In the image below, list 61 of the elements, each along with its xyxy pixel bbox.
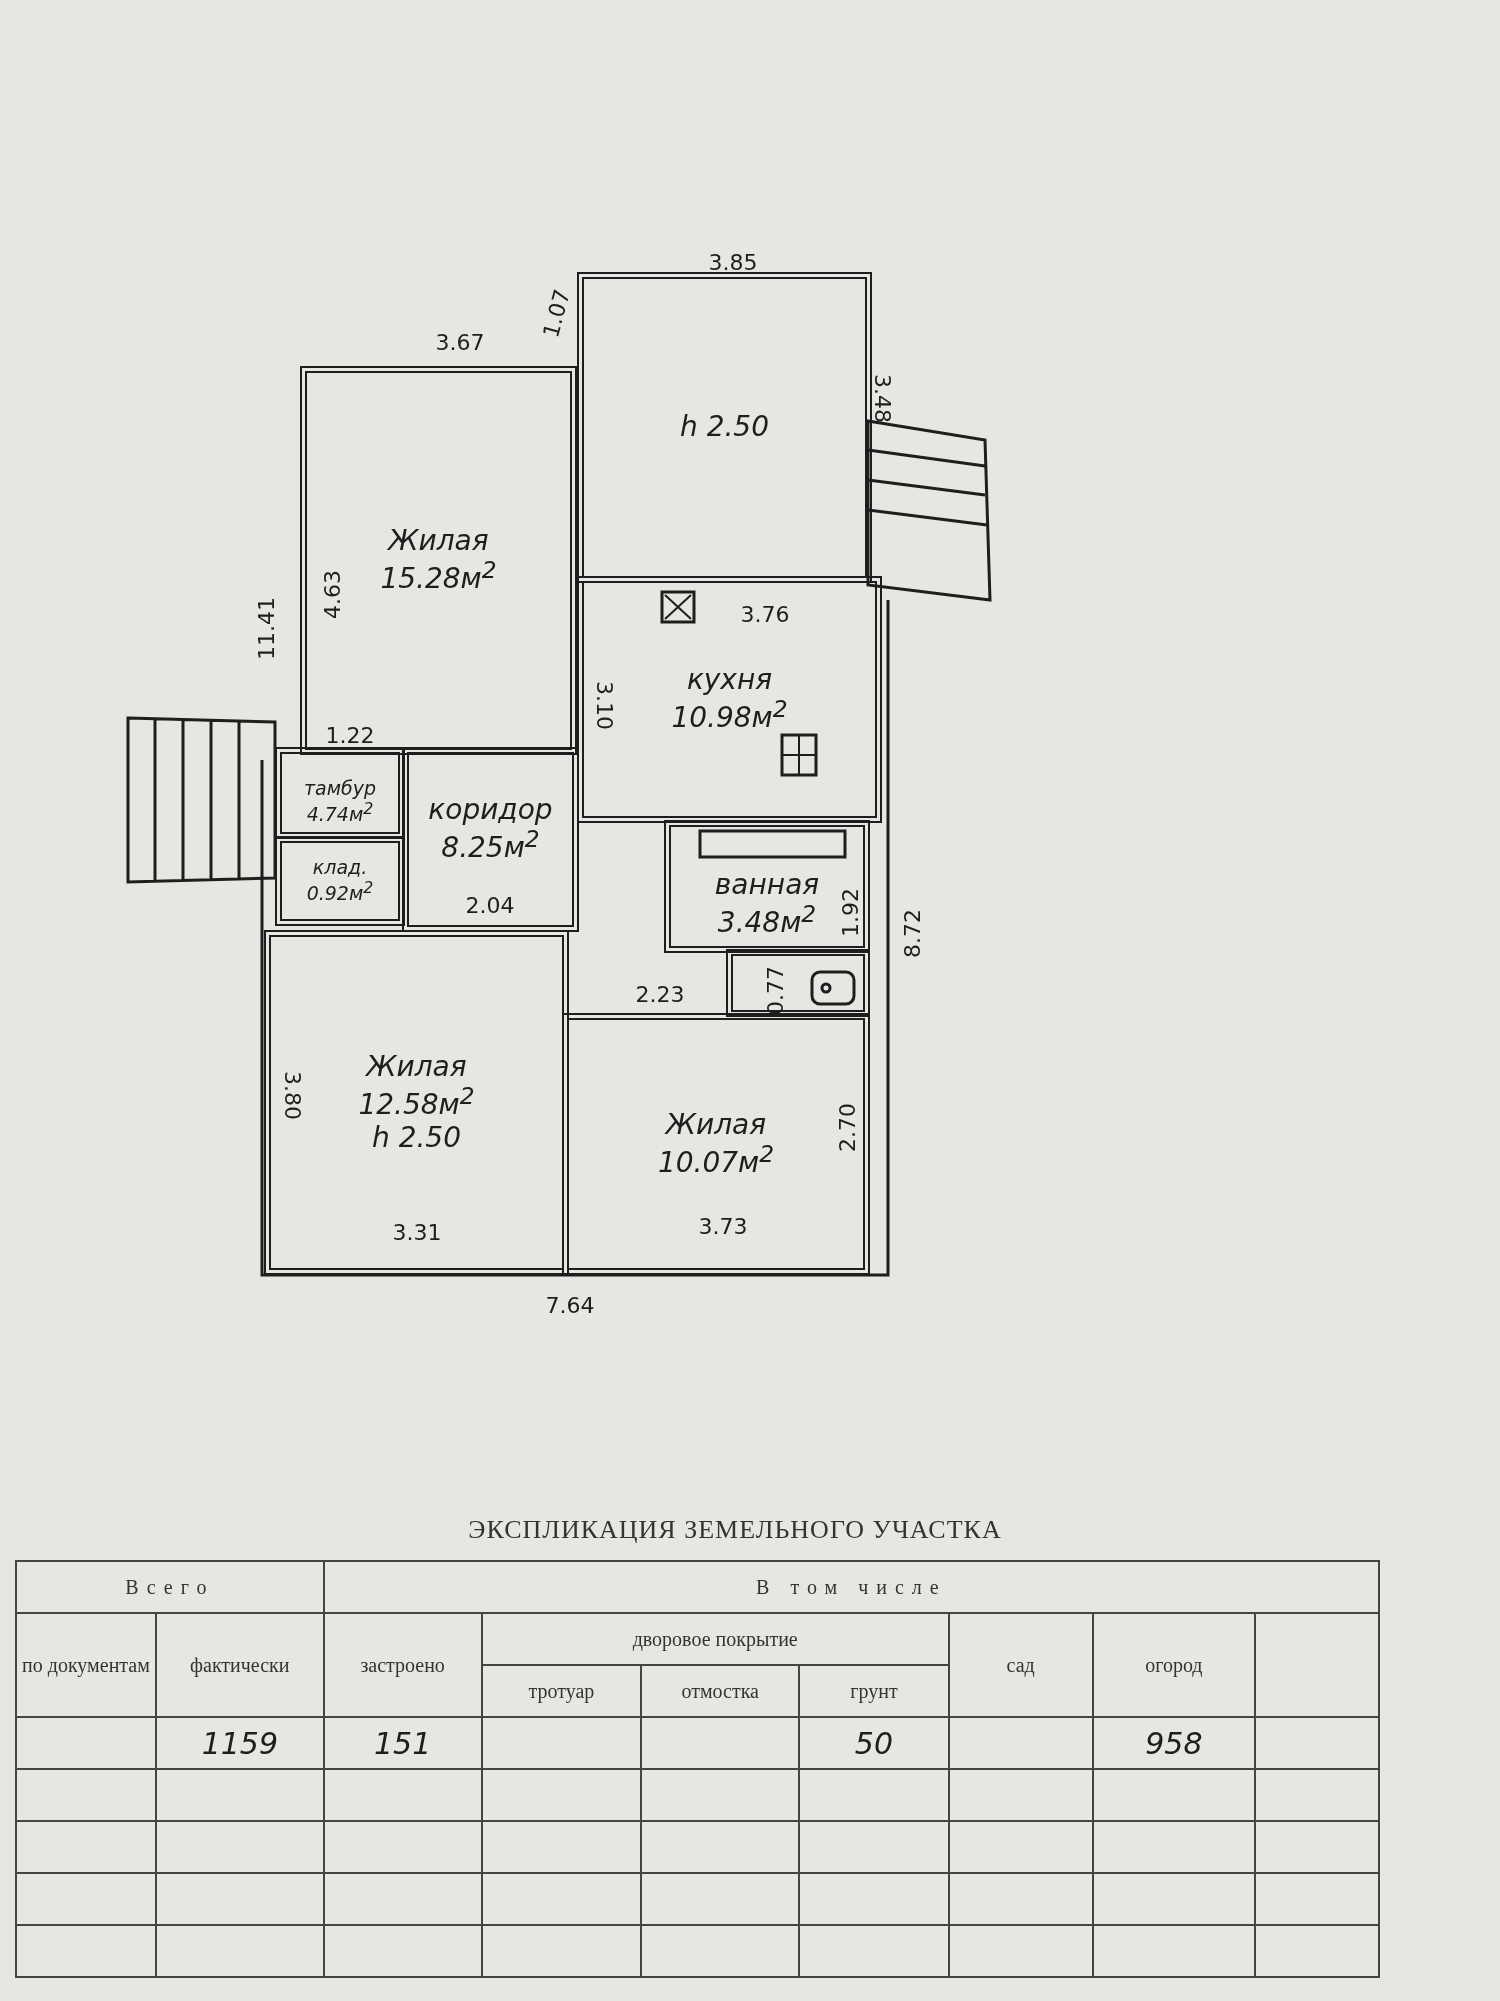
room (402, 747, 579, 932)
header-cell: дворовое покрытие (481, 1613, 949, 1665)
dimension-label: 3.73 (698, 1213, 748, 1239)
room (275, 836, 405, 926)
room-area: 15.28м$^{2}$ (380, 557, 497, 596)
dimension-label: 3.48 (869, 373, 895, 423)
room-area: 8.25м$^{2}$ (441, 826, 540, 865)
room-height: h 2.50 (372, 1121, 461, 1154)
table-title: ЭКСПЛИКАЦИЯ ЗЕМЕЛЬНОГО УЧАСТКА (467, 1515, 1003, 1545)
room-name: Жилая (665, 1108, 767, 1141)
room-name: тамбур (303, 778, 377, 800)
toilet-room (726, 949, 870, 1017)
room-height: h 2.50 (680, 411, 769, 444)
dimension-label: 3.80 (279, 1070, 305, 1120)
data-cell: 1159 (155, 1717, 324, 1769)
header-cell: застроено (323, 1613, 482, 1717)
room-area: 10.07м$^{2}$ (657, 1140, 775, 1180)
header-cell: отмостка (641, 1665, 800, 1717)
room (577, 272, 872, 583)
room-name: ванная (714, 869, 820, 902)
data-cell: 151 (323, 1717, 482, 1769)
room (562, 1013, 870, 1275)
header-cell: Всего (16, 1561, 324, 1613)
room-name: клад. (312, 857, 368, 879)
dimension-label: 3.67 (435, 329, 485, 355)
dimension-label: 3.31 (392, 1219, 442, 1245)
header-cell: по документам (16, 1613, 156, 1717)
room (300, 366, 577, 755)
header-cell: В том числе (323, 1561, 1379, 1613)
dimension-label: 1.07 (537, 286, 575, 340)
dimension-label: 11.41 (253, 596, 279, 660)
dimension-label: 2.70 (834, 1102, 860, 1152)
room-name: Жилая (388, 525, 489, 558)
room (264, 930, 569, 1275)
header-cell: сад (948, 1613, 1093, 1717)
room (664, 820, 870, 953)
room (577, 576, 882, 823)
header-cell: фактически (155, 1613, 324, 1717)
room-area: 12.58м$^{2}$ (358, 1083, 475, 1122)
dimension-label: 3.10 (591, 680, 617, 730)
dimension-label: 3.76 (740, 601, 790, 627)
dimension-label: 8.72 (899, 908, 925, 958)
dimension-label: 7.64 (545, 1292, 595, 1318)
room-name: коридор (428, 794, 553, 827)
data-cell: 50 (799, 1717, 949, 1769)
room-area: 10.98м$^{2}$ (671, 696, 788, 735)
dimension-label: 4.63 (319, 569, 345, 619)
room-name: кухня (686, 664, 773, 697)
room-name: Жилая (366, 1051, 467, 1084)
dimension-label: 1.92 (837, 887, 863, 937)
dimension-label: 1.22 (325, 722, 375, 748)
header-cell: тротуар (481, 1665, 642, 1717)
dimension-label: 2.04 (465, 892, 515, 918)
room-area: 4.74м$^{2}$ (306, 799, 374, 826)
room-area: 0.92м$^{2}$ (306, 878, 374, 905)
dimension-label: 3.85 (708, 249, 758, 275)
header-cell: огород (1092, 1613, 1256, 1717)
room-area: 3.48м$^{2}$ (717, 901, 817, 940)
data-cell: 958 (1092, 1717, 1256, 1769)
dimension-label: 2.23 (635, 981, 685, 1007)
room (275, 747, 405, 839)
